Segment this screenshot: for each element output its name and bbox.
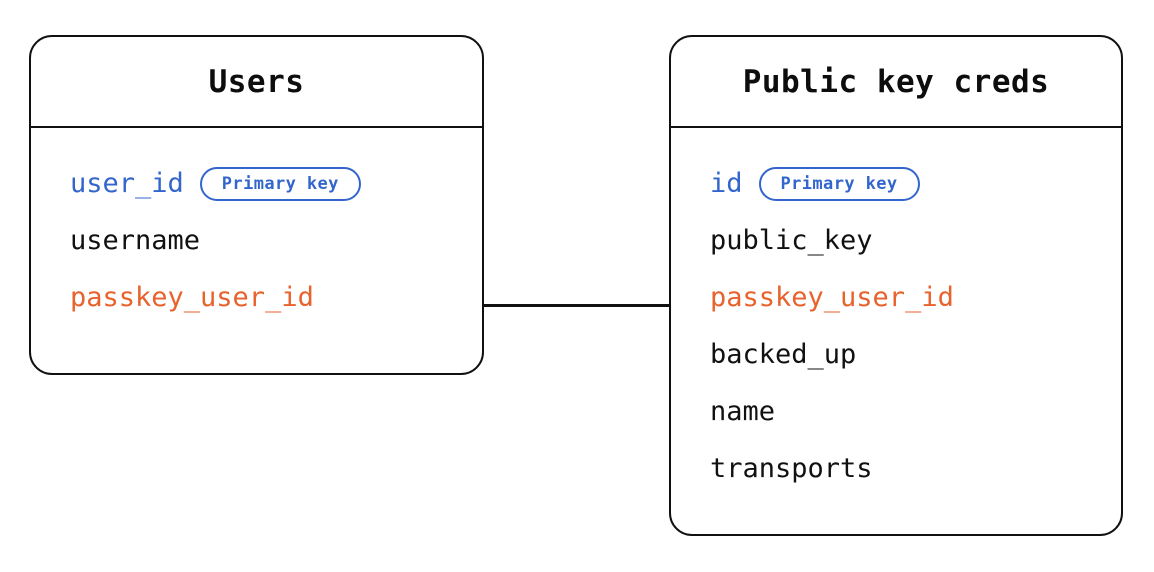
field-name-public-key: public_key bbox=[710, 225, 873, 256]
field-row[interactable]: username bbox=[70, 212, 482, 269]
field-row[interactable]: user_id Primary key bbox=[70, 155, 482, 212]
field-name-transports: transports bbox=[710, 453, 873, 484]
primary-key-badge-label: Primary key bbox=[221, 173, 339, 194]
field-name-backed-up: backed_up bbox=[710, 339, 857, 370]
field-row[interactable]: name bbox=[710, 383, 1121, 440]
field-name-passkey-user-id: passkey_user_id bbox=[70, 282, 314, 313]
field-name-passkey-user-id: passkey_user_id bbox=[710, 282, 954, 313]
field-name-id: id bbox=[710, 168, 743, 199]
entity-users-header: Users bbox=[31, 37, 482, 128]
primary-key-badge-label: Primary key bbox=[780, 173, 898, 194]
primary-key-badge: Primary key bbox=[199, 166, 361, 201]
entity-public-key-creds-header: Public key creds bbox=[671, 37, 1121, 128]
field-row[interactable]: id Primary key bbox=[710, 155, 1121, 212]
entity-users-field-list: user_id Primary key username passkey_use… bbox=[31, 128, 482, 326]
field-row[interactable]: public_key bbox=[710, 212, 1121, 269]
field-name-username: username bbox=[70, 225, 201, 256]
relationship-connector-line bbox=[483, 304, 670, 307]
entity-public-key-creds[interactable]: Public key creds id Primary key public_k… bbox=[669, 35, 1123, 536]
field-row[interactable]: passkey_user_id bbox=[70, 269, 482, 326]
entity-public-key-creds-field-list: id Primary key public_key passkey_user_i… bbox=[671, 128, 1121, 497]
field-row[interactable]: passkey_user_id bbox=[710, 269, 1121, 326]
entity-public-key-creds-title: Public key creds bbox=[742, 63, 1050, 100]
entity-users-title: Users bbox=[208, 63, 305, 100]
field-name-name: name bbox=[710, 396, 776, 427]
field-row[interactable]: transports bbox=[710, 440, 1121, 497]
entity-users[interactable]: Users user_id Primary key username passk… bbox=[29, 35, 484, 375]
field-name-user-id: user_id bbox=[70, 168, 184, 199]
field-row[interactable]: backed_up bbox=[710, 326, 1121, 383]
primary-key-badge: Primary key bbox=[758, 166, 920, 201]
